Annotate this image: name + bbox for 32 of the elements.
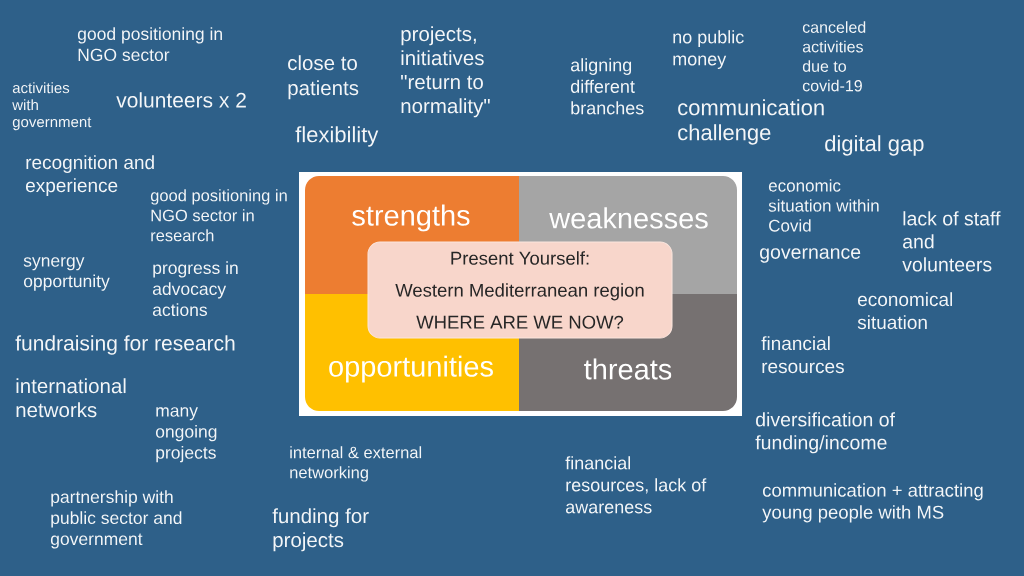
- note-text: volunteers x 2: [116, 92, 246, 108]
- node-text: threats: [584, 358, 672, 380]
- node-text: weaknesses: [549, 207, 708, 229]
- note-text: economic situation within Covid: [768, 179, 879, 232]
- note-text: aligning different branches: [570, 58, 644, 115]
- note-text: funding for projects: [272, 508, 369, 552]
- note-text: synergy opportunity: [23, 257, 110, 291]
- note-text: communication + attracting young people with MS: [762, 483, 983, 523]
- note-text: close to patients: [288, 55, 359, 100]
- note-text: activities with government: [12, 82, 92, 131]
- note-text: no public money: [673, 30, 744, 69]
- note-text: internal & external networking: [290, 446, 422, 482]
- note-text: many ongoing projects: [155, 407, 217, 463]
- node-text: opportunities: [329, 355, 493, 383]
- note-text: international networks: [16, 378, 126, 418]
- note-text: digital gap: [825, 135, 924, 156]
- note-text: financial resources, lack of awareness: [565, 456, 707, 514]
- note-text: economical situation: [857, 292, 953, 330]
- note-text: canceled activities due to covid-19: [802, 21, 866, 92]
- note-text: partnership with public sector and government: [50, 490, 182, 549]
- center-box: Present Yourself: Western Mediterranean region WHERE ARE WE NOW?: [367, 241, 673, 339]
- note-text: governance: [760, 248, 861, 263]
- note-text: projects, initiatives "return to normality": [401, 26, 490, 118]
- note-text: progress in advocacy actions: [152, 261, 238, 317]
- note-text: good positioning in NGO sector: [77, 27, 222, 62]
- node-text: strengths: [352, 204, 470, 232]
- note-text: communication challenge: [678, 99, 824, 145]
- note-text: lack of staff and volunteers: [902, 211, 1001, 272]
- note-text: fundraising for research: [15, 335, 235, 355]
- note-text: flexibility: [295, 126, 379, 147]
- note-text: financial resources: [761, 336, 844, 374]
- note-text: diversification of funding/income: [755, 412, 895, 454]
